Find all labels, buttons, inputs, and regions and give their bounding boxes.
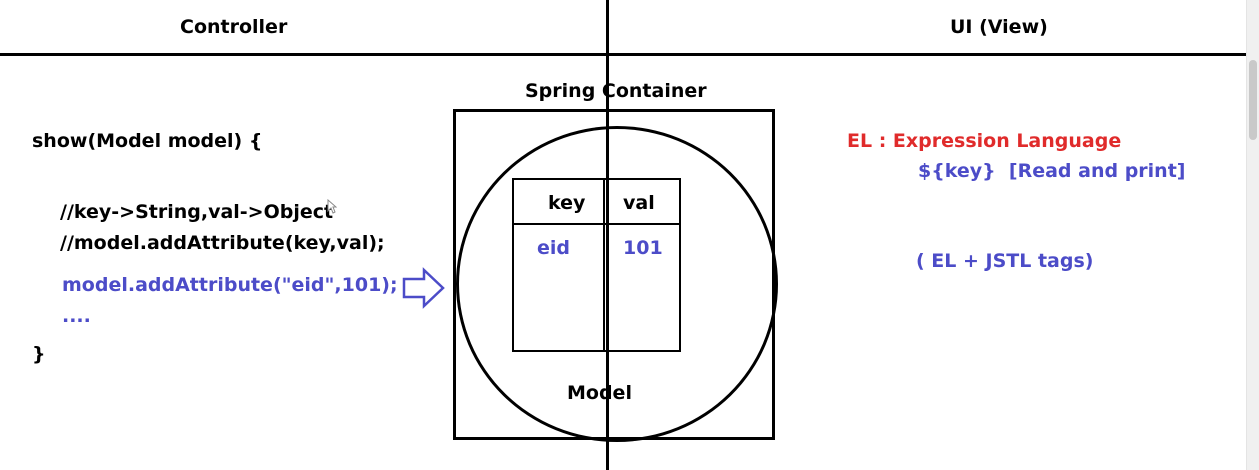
table-header-divider	[512, 223, 681, 225]
method-signature: show(Model model) {	[32, 130, 263, 152]
scrollbar-thumb[interactable]	[1249, 60, 1257, 140]
mouse-cursor-icon	[327, 199, 337, 214]
spring-container-title: Spring Container	[525, 80, 707, 102]
code-ellipsis: ....	[62, 305, 91, 327]
el-jstl-tags: ( EL + JSTL tags)	[916, 250, 1094, 272]
model-label: Model	[567, 382, 632, 404]
right-arrow-icon	[402, 267, 445, 309]
comment-key-val-types: //key->String,val->Object	[60, 201, 334, 223]
closing-brace: }	[32, 343, 46, 365]
el-syntax: ${key} [Read and print]	[918, 160, 1186, 182]
controller-header: Controller	[180, 16, 288, 38]
table-cell-val: 101	[623, 237, 663, 259]
add-attribute-call: model.addAttribute("eid",101);	[62, 274, 398, 296]
table-cell-key: eid	[537, 237, 570, 259]
ui-view-header: UI (View)	[950, 16, 1048, 38]
model-circle	[456, 126, 778, 442]
table-header-key: key	[548, 192, 586, 214]
table-column-divider	[603, 178, 605, 352]
el-title: EL : Expression Language	[847, 130, 1122, 152]
table-header-val: val	[623, 192, 655, 214]
comment-add-attribute: //model.addAttribute(key,val);	[60, 232, 385, 254]
header-divider-horizontal	[0, 53, 1259, 56]
model-key-value-table	[512, 178, 681, 352]
